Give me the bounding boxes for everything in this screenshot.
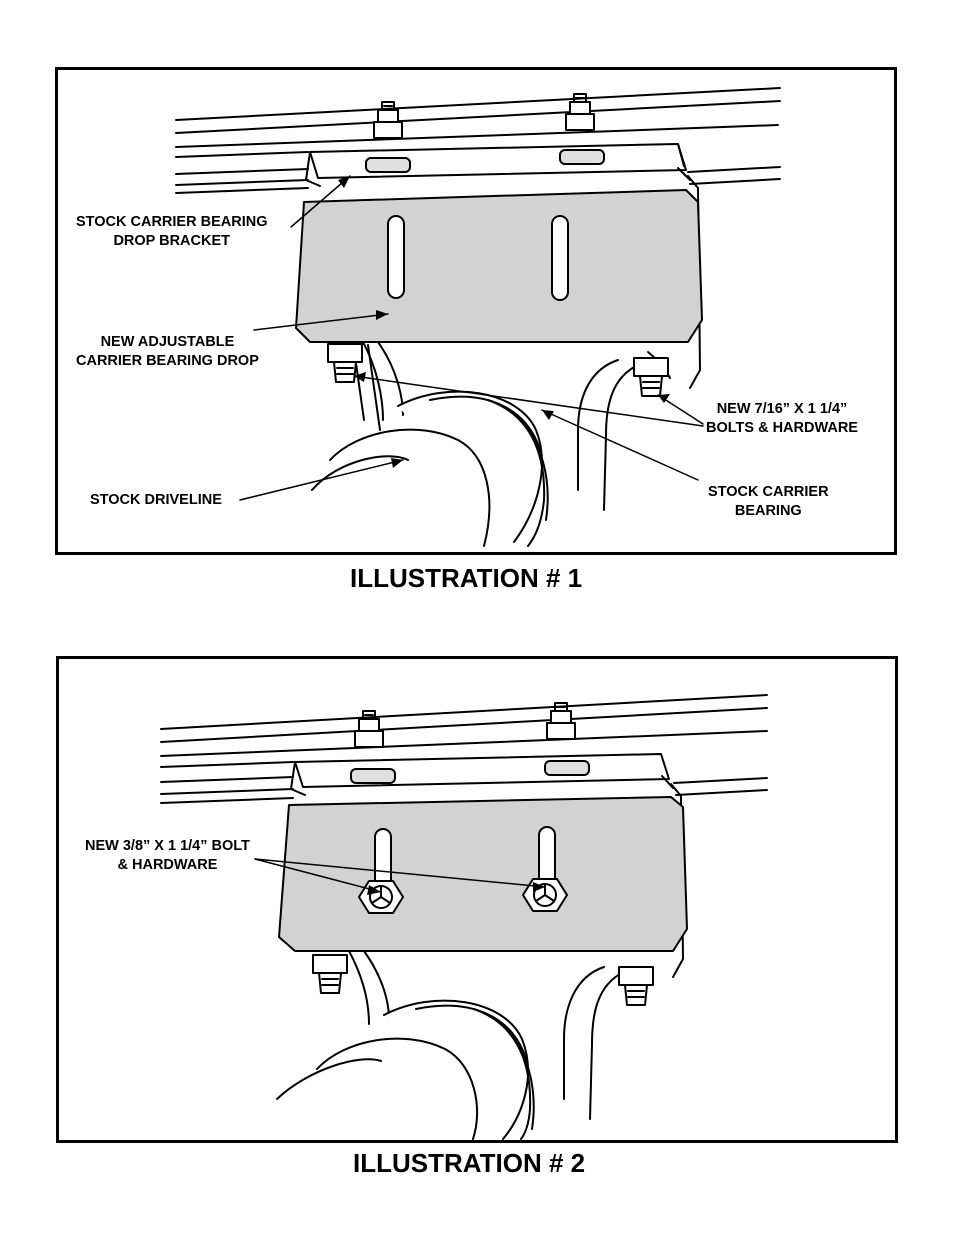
new-adjustable-drop [295,189,703,343]
label-stock-carrier-bearing: STOCK CARRIER BEARING [708,483,829,521]
new-bolt-left [358,880,404,914]
label-stock-drop-bracket: STOCK CARRIER BEARING DROP BRACKET [76,213,267,251]
label-stock-driveline: STOCK DRIVELINE [90,491,222,510]
lower-bolt-right [618,966,654,1006]
illustration-1-caption: ILLUSTRATION # 1 [350,563,583,593]
label-line: NEW 7/16” X 1 1/4” [716,401,848,417]
stock-driveline [276,1037,479,1140]
label-new-bolt: NEW 3/8” X 1 1/4” BOLT & HARDWARE [85,837,250,875]
label-line: STOCK CARRIER BEARING [76,214,268,230]
label-line: NEW ADJUSTABLE [100,334,235,350]
label-line: NEW 3/8” X 1 1/4” BOLT [85,838,250,854]
illustration-2-caption: ILLUSTRATION # 2 [353,1148,586,1178]
lower-bolt-left [327,343,363,383]
frame-rail [160,694,768,804]
stock-drop-bracket [290,753,670,796]
illustration-2-drawing [160,694,768,1140]
leader-arrowheads [367,882,545,895]
label-line: BEARING [734,503,802,519]
label-line: STOCK CARRIER [708,484,829,500]
label-new-bolts: NEW 7/16” X 1 1/4” BOLTS & HARDWARE [706,400,858,438]
top-bolt-left [354,710,384,748]
bearing-strap [348,950,625,1120]
label-line: CARRIER BEARING DROP [76,353,259,369]
illustration-2-panel: NEW 3/8” X 1 1/4” BOLT & HARDWARE [56,656,898,1143]
leader-arrowheads [338,176,670,468]
new-bolt-right [522,878,568,912]
leader-lines [254,858,546,893]
illustration-1-panel: STOCK CARRIER BEARING DROP BRACKET NEW A… [55,67,897,555]
new-adjustable-drop [278,796,688,952]
lower-bolt-right [633,357,669,397]
leader-lines [239,175,704,501]
frame-rail [175,87,781,194]
stock-driveline [311,428,491,547]
top-bolt-right [565,93,595,131]
label-new-adjustable-drop: NEW ADJUSTABLE CARRIER BEARING DROP [76,333,259,371]
top-bolt-right [546,702,576,740]
lower-bolt-left [312,954,348,994]
label-line: DROP BRACKET [113,233,230,249]
label-line: & HARDWARE [117,857,218,873]
label-line: STOCK DRIVELINE [90,492,222,508]
label-line: BOLTS & HARDWARE [706,420,858,436]
stock-drop-bracket [305,143,687,187]
illustration-1-drawing [175,87,781,547]
top-bolt-left [373,101,403,139]
